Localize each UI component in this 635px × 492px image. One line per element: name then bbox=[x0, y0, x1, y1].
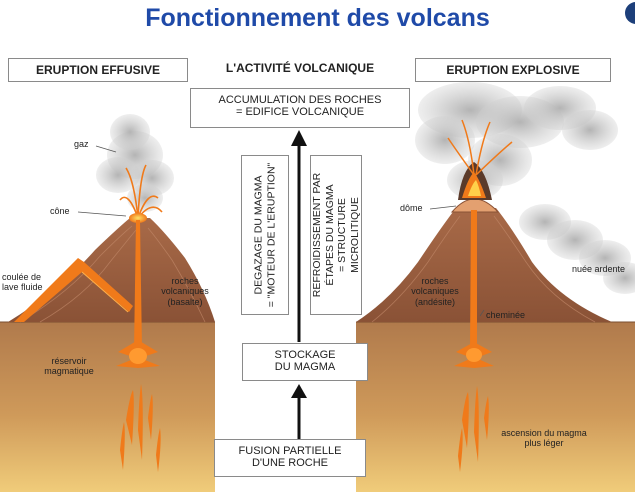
label-roches-right-line1: roches bbox=[421, 276, 449, 286]
stockage-line2: DU MAGMA bbox=[274, 361, 336, 373]
right-conduit bbox=[470, 210, 477, 350]
header-explosive: ERUPTION EXPLOSIVE bbox=[415, 58, 611, 82]
leader-lines bbox=[77, 145, 485, 317]
nuee-ardente-cloud bbox=[519, 204, 635, 294]
label-roches-right-line3: (andésite) bbox=[414, 296, 456, 307]
label-cheminee: cheminée bbox=[486, 310, 526, 320]
left-conduit bbox=[134, 220, 142, 350]
refroid-line3: = STRUCTURE MICROLITIQUE bbox=[336, 197, 361, 273]
label-ascension-line1: ascension du magma bbox=[501, 428, 587, 438]
label-gaz: gaz bbox=[74, 139, 89, 149]
label-roches-basalte: roches volcaniques (basalte) bbox=[150, 276, 220, 307]
ground-left bbox=[0, 322, 215, 492]
left-lava-flow bbox=[14, 258, 133, 322]
header-center: L'ACTIVITÉ VOLCANIQUE bbox=[225, 61, 375, 75]
label-cone: cône bbox=[50, 206, 70, 216]
right-volcano bbox=[356, 208, 612, 322]
refroid-line2: ÉTAPES DU MAGMA bbox=[323, 184, 336, 286]
stockage-line1: STOCKAGE bbox=[274, 349, 336, 361]
process-arrow bbox=[291, 130, 307, 440]
label-coulee: coulée de lave fluide bbox=[2, 272, 43, 293]
label-dome: dôme bbox=[400, 203, 423, 213]
label-ascension: ascension du magma plus léger bbox=[494, 428, 594, 449]
degazage-line1: DEGAZAGE DU MAGMA bbox=[252, 175, 265, 295]
box-edifice-line1: ACCUMULATION DES ROCHES bbox=[218, 94, 382, 106]
label-reservoir: réservoir magmatique bbox=[34, 356, 104, 377]
right-ash-plume bbox=[415, 82, 618, 200]
label-nuee: nuée ardente bbox=[572, 264, 626, 274]
box-degazage: DEGAZAGE DU MAGMA= "MOTEUR DE L'ERUPTION… bbox=[241, 155, 289, 315]
label-reservoir-line2: magmatique bbox=[44, 366, 94, 377]
page-title: Fonctionnement des volcans bbox=[145, 4, 490, 32]
fusion-line1: FUSION PARTIELLE bbox=[238, 445, 342, 457]
box-edifice: ACCUMULATION DES ROCHES = EDIFICE VOLCAN… bbox=[190, 88, 410, 128]
header-effusive: ERUPTION EFFUSIVE bbox=[8, 58, 188, 82]
degazage-line2: = "MOTEUR DE L'ERUPTION" bbox=[265, 162, 277, 308]
right-lava-jets bbox=[447, 119, 513, 176]
right-magma-reservoir bbox=[454, 342, 494, 368]
right-magma-rising bbox=[458, 386, 489, 472]
label-roches-andesite: roches volcaniques (andésite) bbox=[398, 276, 472, 307]
label-roches-left-line2: volcaniques bbox=[161, 286, 209, 297]
label-reservoir-line1: réservoir bbox=[51, 356, 87, 366]
label-coulee-line2: lave fluide bbox=[2, 282, 43, 293]
label-roches-right-line2: volcaniques bbox=[411, 286, 459, 297]
left-magma-reservoir bbox=[116, 340, 160, 368]
label-coulee-line1: coulée de bbox=[2, 272, 42, 282]
box-fusion: FUSION PARTIELLE D'UNE ROCHE bbox=[214, 439, 366, 477]
left-magma-rising bbox=[120, 384, 161, 472]
label-roches-left-line1: roches bbox=[171, 276, 199, 286]
left-volcano bbox=[8, 218, 215, 322]
ground-right bbox=[356, 322, 635, 492]
right-eruption-fire bbox=[458, 162, 492, 200]
corner-logo-icon bbox=[625, 2, 635, 24]
refroid-line1: REFROIDISSEMENT PAR bbox=[310, 172, 323, 298]
label-ascension-line2: plus léger bbox=[524, 438, 564, 449]
label-roches-left-line3: (basalte) bbox=[167, 296, 203, 307]
fusion-line2: D'UNE ROCHE bbox=[251, 457, 329, 469]
box-edifice-line2: = EDIFICE VOLCANIQUE bbox=[235, 106, 365, 118]
box-stockage: STOCKAGE DU MAGMA bbox=[242, 343, 368, 381]
